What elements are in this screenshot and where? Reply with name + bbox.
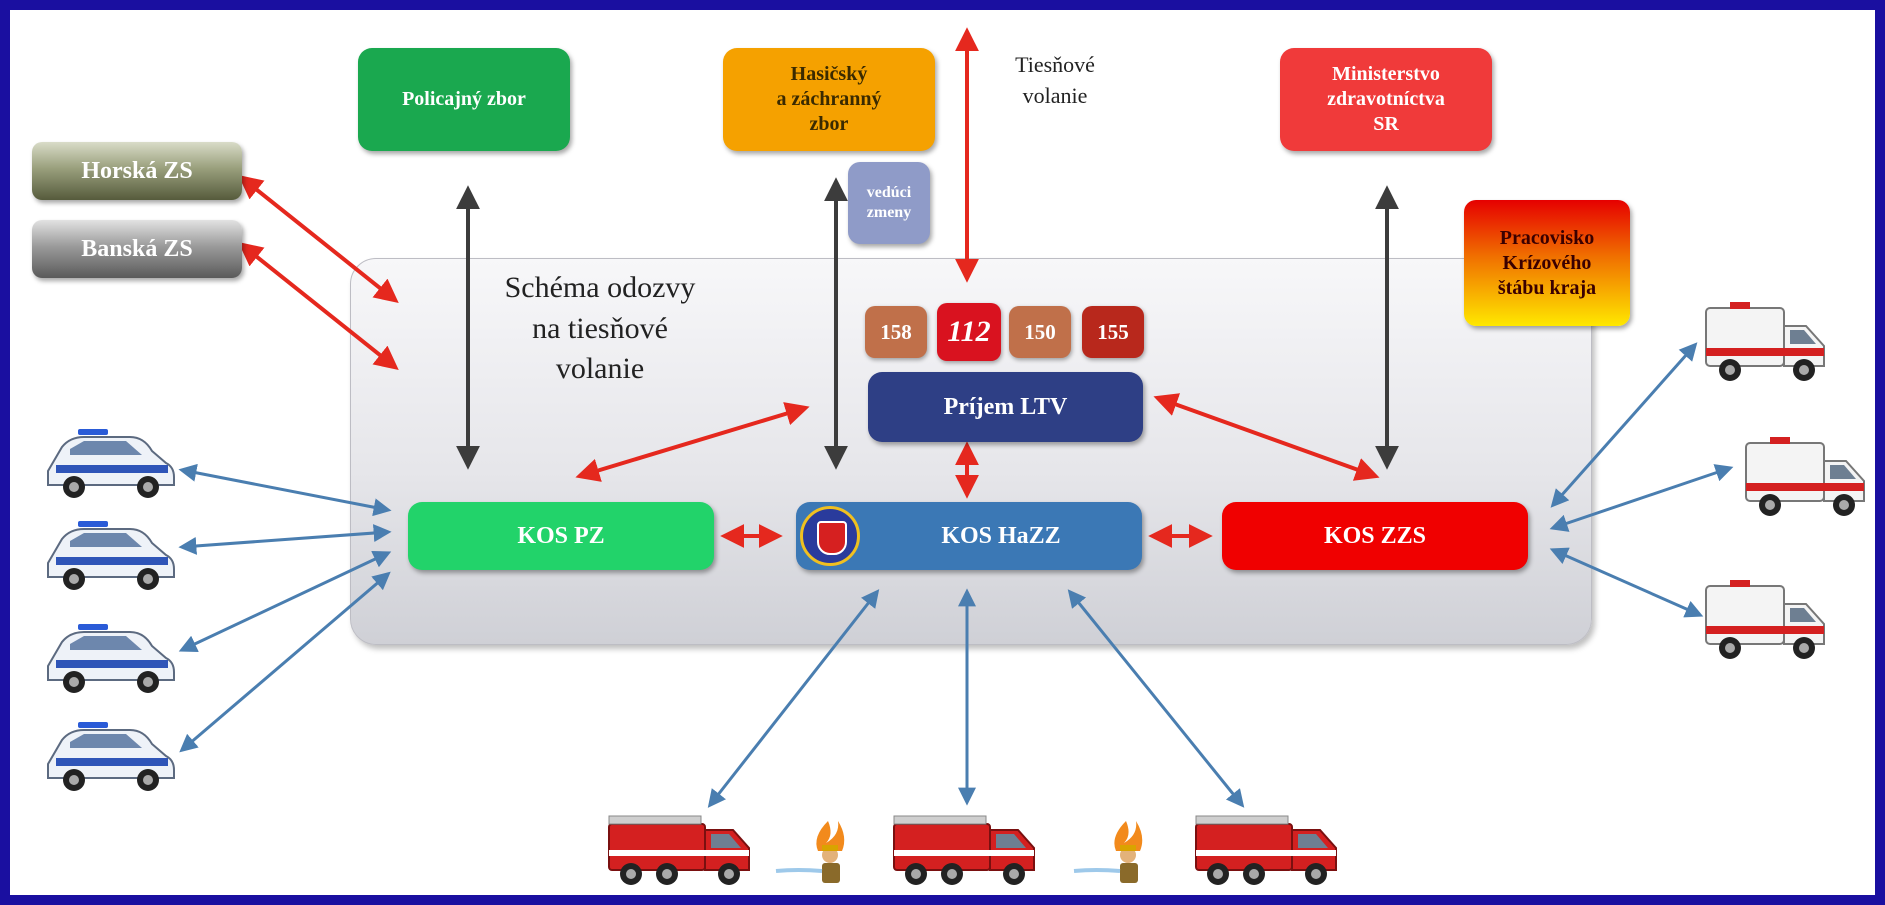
fire-truck-icon — [1195, 815, 1337, 885]
fire-truck-icon — [608, 815, 750, 885]
arrow-police-car-2 — [178, 524, 392, 555]
arrow-police-car-1 — [178, 463, 392, 517]
arrow-horska-zs — [238, 175, 399, 303]
arrow-fire-truck-1 — [707, 589, 880, 808]
horska-zs-box: Horská ZS — [32, 142, 242, 200]
arrow-ambulance-3 — [1549, 547, 1704, 618]
scheme-title: Schéma odozvy na tiesňové volanie — [504, 271, 696, 385]
fire-rescue-emblem-icon — [800, 506, 860, 566]
arrow-police-car-4 — [179, 571, 391, 753]
prijem-ltv-box: Príjem LTV — [868, 372, 1143, 442]
number-112: 112 — [937, 303, 1001, 361]
arrow-ambulance-2 — [1549, 464, 1734, 532]
ambulance-icon — [1745, 437, 1865, 516]
police-car-icon — [47, 624, 175, 693]
ministerstvo-box: Ministerstvo zdravotníctva SR — [1280, 48, 1492, 151]
police-car-icon — [47, 722, 175, 791]
emergency-call-label: Tiesňové volanie — [1015, 52, 1095, 108]
hasicsky-zbor-box: Hasičský a záchranný zbor — [723, 48, 935, 151]
number-158: 158 — [865, 306, 927, 358]
veduci-zmeny-box: vedúci zmeny — [848, 162, 930, 244]
police-car-icon — [47, 521, 175, 590]
police-car-icon — [47, 429, 175, 498]
arrow-fire-truck-3 — [1067, 589, 1245, 808]
ambulance-icon — [1705, 302, 1825, 381]
kos-pz-box: KOS PZ — [408, 502, 714, 570]
diagram-canvas: Horská ZS Banská ZS Policajný zbor Hasič… — [10, 10, 1875, 895]
kos-hazz-label: KOS HaZZ — [941, 523, 1061, 549]
connection-arrows — [178, 27, 1734, 808]
number-150: 150 — [1009, 306, 1071, 358]
arrow-ambulance-1 — [1550, 342, 1698, 508]
firefighter-icon — [1073, 821, 1143, 883]
arrow-ltv-kospz — [575, 402, 810, 482]
number-155: 155 — [1082, 306, 1144, 358]
krizovy-stab-box: Pracovisko Krízového štábu kraja — [1464, 200, 1630, 326]
kos-zzs-box: KOS ZZS — [1222, 502, 1528, 570]
fire-truck-icon — [893, 815, 1035, 885]
ambulance-icon — [1705, 580, 1825, 659]
arrow-banska-zs — [238, 242, 399, 370]
arrow-ltv-koszzs — [1153, 393, 1380, 481]
policajny-zbor-box: Policajný zbor — [358, 48, 570, 151]
firefighter-icon — [775, 821, 845, 883]
banska-zs-box: Banská ZS — [32, 220, 242, 278]
kos-hazz-box: KOS HaZZ — [796, 502, 1142, 570]
